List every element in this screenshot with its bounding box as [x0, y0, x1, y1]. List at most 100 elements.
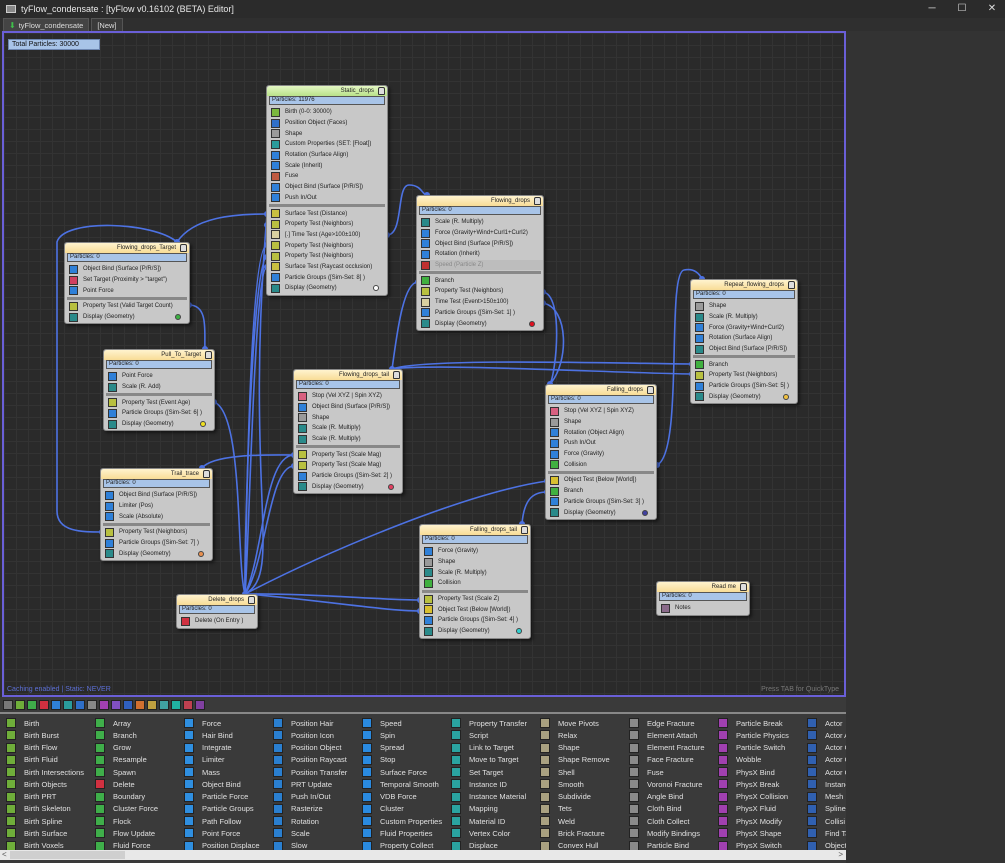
- node-header[interactable]: Falling_drops_tail: [420, 525, 530, 535]
- wire[interactable]: [542, 291, 558, 385]
- operator-row[interactable]: Particle Groups ([Sim-Set: 6] ): [104, 408, 214, 419]
- operator-item[interactable]: Birth Surface: [6, 827, 95, 839]
- display-color-swatch[interactable]: [373, 285, 379, 292]
- operator-item[interactable]: Relax: [540, 729, 629, 741]
- operator-row[interactable]: Display (Geometry): [294, 482, 402, 493]
- operator-row[interactable]: Display (Geometry): [104, 419, 214, 430]
- operator-item[interactable]: Position Object: [273, 742, 362, 754]
- operator-item[interactable]: Custom Properties: [362, 815, 451, 827]
- palette-tab-icon[interactable]: [171, 700, 181, 710]
- operator-item[interactable]: PhysX Break: [718, 778, 807, 790]
- operator-row[interactable]: Shape: [420, 557, 530, 568]
- trash-icon[interactable]: [534, 197, 541, 205]
- display-color-swatch[interactable]: [783, 393, 789, 400]
- operator-row[interactable]: Object Test (Below [World]): [420, 604, 530, 615]
- trash-icon[interactable]: [203, 470, 210, 478]
- operator-row[interactable]: Force (Gravity+Wind+Curl2): [691, 322, 797, 333]
- close-button[interactable]: ✕: [987, 3, 997, 14]
- operator-item[interactable]: Actor C: [807, 742, 846, 754]
- palette-tab-icon[interactable]: [135, 700, 145, 710]
- operator-item[interactable]: Flock: [95, 815, 184, 827]
- operator-item[interactable]: Birth Objects: [6, 778, 95, 790]
- operator-item[interactable]: Collisi: [807, 815, 846, 827]
- operator-item[interactable]: Spread: [362, 742, 451, 754]
- operator-item[interactable]: Limiter: [184, 754, 273, 766]
- operator-row[interactable]: Particle Groups ([Sim-Set: 8] ): [267, 272, 387, 283]
- operator-row[interactable]: Property Test (Scale Z): [420, 594, 530, 605]
- palette-tab-icon[interactable]: [123, 700, 133, 710]
- operator-item[interactable]: VDB Force: [362, 791, 451, 803]
- palette-tab-icon[interactable]: [63, 700, 73, 710]
- operator-row[interactable]: Rotation (Inherit): [417, 249, 543, 260]
- palette-tab-icon[interactable]: [87, 700, 97, 710]
- operator-item[interactable]: Element Attach: [629, 729, 718, 741]
- wire[interactable]: [391, 361, 693, 370]
- palette-tab-icon[interactable]: [3, 700, 13, 710]
- trash-icon[interactable]: [180, 244, 187, 252]
- operator-item[interactable]: Object: [807, 840, 846, 850]
- node-header[interactable]: Trail_trace: [101, 469, 212, 479]
- operator-row[interactable]: Rotation (Surface Align): [267, 150, 387, 161]
- operator-item[interactable]: Particle Physics: [718, 729, 807, 741]
- operator-row[interactable]: Position Object (Faces): [267, 118, 387, 129]
- operator-row[interactable]: Collision: [546, 459, 656, 470]
- operator-item[interactable]: Stop: [362, 754, 451, 766]
- operator-item[interactable]: Cluster Force: [95, 803, 184, 815]
- operator-row[interactable]: Particle Groups ([Sim-Set: 5] ): [691, 381, 797, 392]
- operator-item[interactable]: Birth Spline: [6, 815, 95, 827]
- operator-row[interactable]: Rotation (Object Align): [546, 427, 656, 438]
- operator-item[interactable]: Mass: [184, 766, 273, 778]
- operator-item[interactable]: Displace: [451, 840, 540, 850]
- operator-item[interactable]: Set Target: [451, 766, 540, 778]
- palette-tab-icon[interactable]: [27, 700, 37, 710]
- operator-item[interactable]: Vertex Color: [451, 827, 540, 839]
- operator-item[interactable]: Temporal Smooth: [362, 778, 451, 790]
- operator-item[interactable]: Particle Force: [184, 791, 273, 803]
- operator-item[interactable]: Actor A: [807, 729, 846, 741]
- operator-item[interactable]: Flow Update: [95, 827, 184, 839]
- operator-item[interactable]: Instance Material: [451, 791, 540, 803]
- minimize-button[interactable]: ─: [928, 3, 936, 14]
- operator-item[interactable]: Cloth Collect: [629, 815, 718, 827]
- palette-tab-icon[interactable]: [111, 700, 121, 710]
- operator-row[interactable]: Shape: [691, 301, 797, 312]
- operator-item[interactable]: Tets: [540, 803, 629, 815]
- operator-row[interactable]: Display (Geometry): [546, 507, 656, 518]
- operator-item[interactable]: Surface Force: [362, 766, 451, 778]
- operator-row[interactable]: Scale (R. Multiply): [420, 567, 530, 578]
- node-header[interactable]: Delete_drops: [177, 595, 257, 605]
- operator-item[interactable]: Particle Groups: [184, 803, 273, 815]
- operator-row[interactable]: Surface Test (Raycast occlusion): [267, 262, 387, 273]
- operator-item[interactable]: Move to Target: [451, 754, 540, 766]
- operator-item[interactable]: Property Transfer: [451, 717, 540, 729]
- operator-item[interactable]: PhysX Shape: [718, 827, 807, 839]
- operator-item[interactable]: Modify Bindings: [629, 827, 718, 839]
- operator-row[interactable]: Object Bind (Surface [P/R/S]): [294, 402, 402, 413]
- display-color-swatch[interactable]: [198, 550, 204, 557]
- trash-icon[interactable]: [788, 281, 795, 289]
- operator-row[interactable]: Object Test (Below [World]): [546, 475, 656, 486]
- node-header[interactable]: Flowing_drops_tail: [294, 370, 402, 380]
- operator-row[interactable]: Collision: [420, 578, 530, 589]
- operator-item[interactable]: Particle Switch: [718, 742, 807, 754]
- operator-row[interactable]: Surface Test (Distance): [267, 208, 387, 219]
- operator-row[interactable]: Custom Properties (SET: [Float]): [267, 139, 387, 150]
- operator-item[interactable]: Force: [184, 717, 273, 729]
- operator-row[interactable]: Scale (Absolute): [101, 511, 212, 522]
- operator-item[interactable]: Position Displace: [184, 840, 273, 850]
- palette-tab-icon[interactable]: [183, 700, 193, 710]
- operator-row[interactable]: Object Bind (Surface [P/R/S]): [417, 238, 543, 249]
- operator-item[interactable]: PhysX Collision: [718, 791, 807, 803]
- operator-item[interactable]: Smooth: [540, 778, 629, 790]
- trash-icon[interactable]: [205, 351, 212, 359]
- palette-tab-icon[interactable]: [195, 700, 205, 710]
- operator-row[interactable]: Scale (R. Multiply): [294, 434, 402, 445]
- node-header[interactable]: Read me: [657, 582, 749, 592]
- operator-item[interactable]: Birth Flow: [6, 742, 95, 754]
- operator-item[interactable]: Instance ID: [451, 778, 540, 790]
- operator-item[interactable]: Instanc: [807, 778, 846, 790]
- maximize-button[interactable]: ☐: [957, 3, 967, 14]
- operator-row[interactable]: Stop (Vel XYZ | Spin XYZ): [546, 406, 656, 417]
- operator-item[interactable]: Shell: [540, 766, 629, 778]
